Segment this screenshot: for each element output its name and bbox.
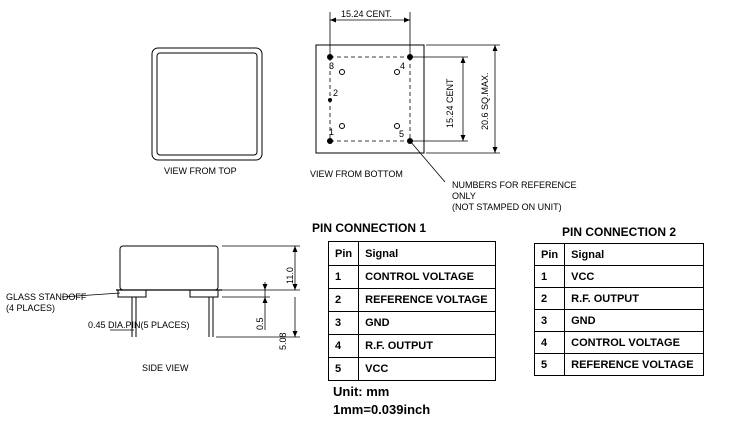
pin-number-3: 3 [329, 61, 335, 71]
pin-connection-1-title: PIN CONNECTION 1 [312, 221, 427, 235]
side-view-outline [61, 245, 300, 338]
table-cell-pin: 1 [533, 265, 566, 288]
table-cell-signal: R.F. OUTPUT [358, 334, 497, 358]
dimension-cent-top-label: 15.24 CENT. [341, 9, 393, 19]
table-cell-signal: GND [358, 311, 497, 335]
dimension-sq-max-label: 20.6 SQ.MAX. [480, 72, 490, 130]
table-cell-signal: GND [564, 309, 705, 332]
table-header-signal: Signal [564, 243, 705, 266]
unit-label: Unit: mm [333, 384, 390, 399]
bottom-view-outline [315, 44, 446, 183]
top-view-outline [151, 47, 263, 161]
bottom-view-label: VIEW FROM BOTTOM [310, 169, 403, 179]
table-cell-pin: 5 [533, 353, 566, 376]
table-header-pin: Pin [327, 241, 360, 266]
dimension-right [412, 44, 500, 154]
table-cell-pin: 1 [327, 265, 360, 289]
table-cell-signal: REFERENCE VOLTAGE [564, 353, 705, 376]
dimension-cent-side-label: 15.24 CENT [445, 78, 455, 128]
table-cell-pin: 3 [327, 311, 360, 335]
pin-number-2: 2 [333, 88, 339, 98]
pin-connection-2-title: PIN CONNECTION 2 [562, 225, 677, 239]
table-cell-signal: R.F. OUTPUT [564, 287, 705, 310]
table-cell-signal: CONTROL VOLTAGE [564, 331, 705, 354]
pin-number-5: 5 [399, 129, 405, 139]
table-header-pin: Pin [533, 243, 566, 266]
top-view-label: VIEW FROM TOP [164, 166, 237, 176]
table-header-signal: Signal [358, 241, 497, 266]
dimension-cent-top [329, 12, 411, 55]
unit-conversion-label: 1mm=0.039inch [333, 402, 431, 417]
table-cell-pin: 4 [327, 334, 360, 358]
table-cell-pin: 2 [533, 287, 566, 310]
side-view-label: SIDE VIEW [142, 363, 189, 373]
table-cell-signal: VCC [358, 357, 497, 381]
reference-note-line-1: NUMBERS FOR REFERENCE [452, 180, 577, 190]
reference-note-line-2: ONLY [452, 191, 476, 201]
table-cell-signal: CONTROL VOLTAGE [358, 265, 497, 289]
table-cell-pin: 2 [327, 288, 360, 312]
table-cell-pin: 3 [533, 309, 566, 332]
glass-standoff-line-1: GLASS STANDOFF [6, 292, 87, 302]
glass-standoff-line-2: (4 PLACES) [6, 303, 56, 313]
pin-diameter-label: 0.45 DIA.PIN(5 PLACES) [88, 320, 190, 330]
dimension-height-label: 11.0 [285, 267, 295, 284]
table-cell-signal: REFERENCE VOLTAGE [358, 288, 497, 312]
dimension-pin-length-label: 5.08 [278, 332, 288, 350]
pin-number-1: 1 [329, 127, 335, 137]
table-cell-signal: VCC [564, 265, 705, 288]
table-cell-pin: 4 [533, 331, 566, 354]
pin-number-4: 4 [400, 61, 406, 71]
table-cell-pin: 5 [327, 357, 360, 381]
dimension-standoff-label: 0.5 [255, 317, 265, 330]
reference-note-line-3: (NOT STAMPED ON UNIT) [452, 202, 562, 212]
